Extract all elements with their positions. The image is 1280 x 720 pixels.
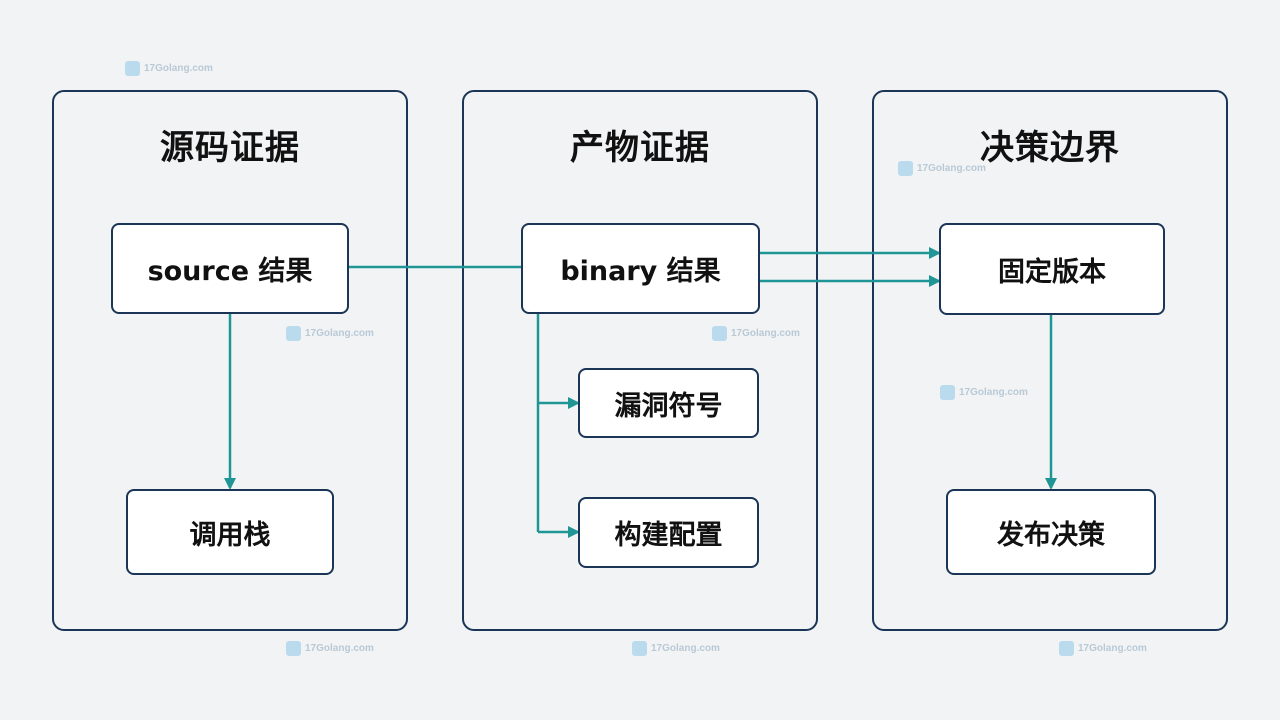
node-binary-result: binary 结果: [521, 223, 760, 314]
watermark: 17Golang.com: [712, 326, 800, 341]
node-pinned-version: 固定版本: [939, 223, 1165, 315]
watermark: 17Golang.com: [940, 385, 1028, 400]
node-release-decision: 发布决策: [946, 489, 1156, 575]
watermark-logo-icon: [898, 161, 913, 176]
watermark-logo-icon: [125, 61, 140, 76]
panel-title-artifact-evidence: 产物证据: [570, 128, 710, 168]
node-build-config: 构建配置: [578, 497, 759, 568]
watermark: 17Golang.com: [1059, 641, 1147, 656]
watermark: 17Golang.com: [286, 326, 374, 341]
watermark: 17Golang.com: [632, 641, 720, 656]
watermark-logo-icon: [1059, 641, 1074, 656]
watermark-logo-icon: [286, 326, 301, 341]
watermark: 17Golang.com: [898, 161, 986, 176]
watermark-logo-icon: [632, 641, 647, 656]
node-call-stack: 调用栈: [126, 489, 334, 575]
watermark-logo-icon: [286, 641, 301, 656]
watermark-logo-icon: [712, 326, 727, 341]
node-source-result: source 结果: [111, 223, 349, 314]
panel-title-decision-boundary: 决策边界: [980, 128, 1120, 168]
node-vuln-symbol: 漏洞符号: [578, 368, 759, 438]
watermark-logo-icon: [940, 385, 955, 400]
watermark: 17Golang.com: [286, 641, 374, 656]
watermark: 17Golang.com: [125, 61, 213, 76]
panel-title-source-evidence: 源码证据: [160, 128, 300, 168]
